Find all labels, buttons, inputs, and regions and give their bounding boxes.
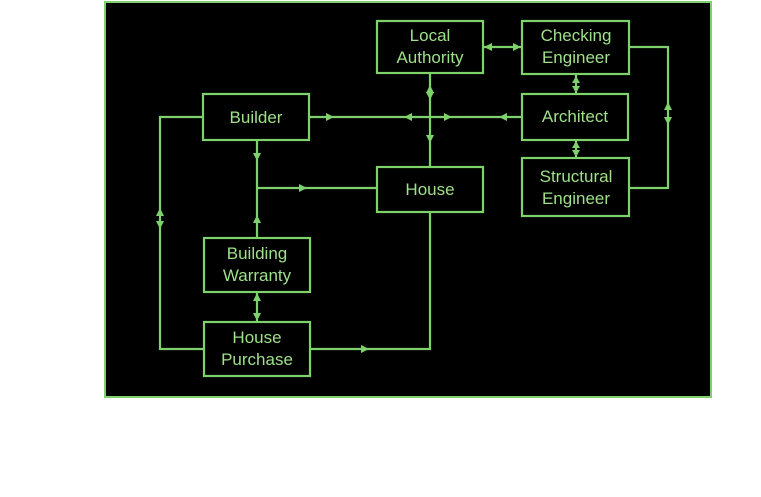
arrow-up (572, 76, 580, 83)
arrow-down (156, 221, 164, 229)
connector-purchase-builder (158, 115, 203, 351)
node-checking-engineer: Checking Engineer (520, 19, 631, 76)
arrow-down (253, 313, 261, 321)
node-builder: Builder (201, 92, 311, 142)
node-architect: Architect (520, 92, 630, 142)
arrow-down (572, 86, 580, 93)
node-label: Builder (230, 108, 283, 127)
arrow-up (664, 102, 672, 110)
arrow-down (664, 117, 672, 125)
connector-purchase-house (310, 212, 432, 351)
arrow-left (484, 43, 492, 51)
node-label-line2: Warranty (223, 266, 292, 285)
arrow-up (253, 293, 261, 301)
arrow-right (513, 43, 521, 51)
node-label-line2: Engineer (542, 189, 610, 208)
arrow-left (404, 113, 412, 121)
arrowheads (156, 43, 672, 353)
node-building-warranty: Building Warranty (202, 236, 312, 294)
node-label-line1: Structural (540, 167, 613, 186)
arrow-up (253, 215, 261, 223)
arrow-right (444, 113, 452, 121)
node-house-purchase: House Purchase (202, 320, 312, 378)
node-label-line2: Engineer (542, 48, 610, 67)
arrow-up (572, 141, 580, 148)
node-label: Architect (542, 107, 608, 126)
node-label-line1: House (232, 328, 281, 347)
node-house: House (375, 165, 485, 214)
node-local-authority: Local Authority (375, 19, 485, 75)
node-label-line2: Purchase (221, 350, 293, 369)
arrow-down (426, 92, 434, 100)
arrow-right (299, 184, 307, 192)
node-label-line1: Checking (541, 26, 612, 45)
node-structural-engineer: Structural Engineer (520, 156, 631, 218)
node-label-line1: Local (410, 26, 451, 45)
node-label: House (405, 180, 454, 199)
arrow-right (361, 345, 369, 353)
arrow-right (326, 113, 334, 121)
arrow-down (572, 150, 580, 157)
arrow-down (253, 153, 261, 161)
arrow-down (426, 135, 434, 143)
node-label-line1: Building (227, 244, 288, 263)
arrow-up (156, 208, 164, 216)
arrow-up (426, 85, 434, 93)
node-label-line2: Authority (396, 48, 464, 67)
arrow-left (499, 113, 507, 121)
